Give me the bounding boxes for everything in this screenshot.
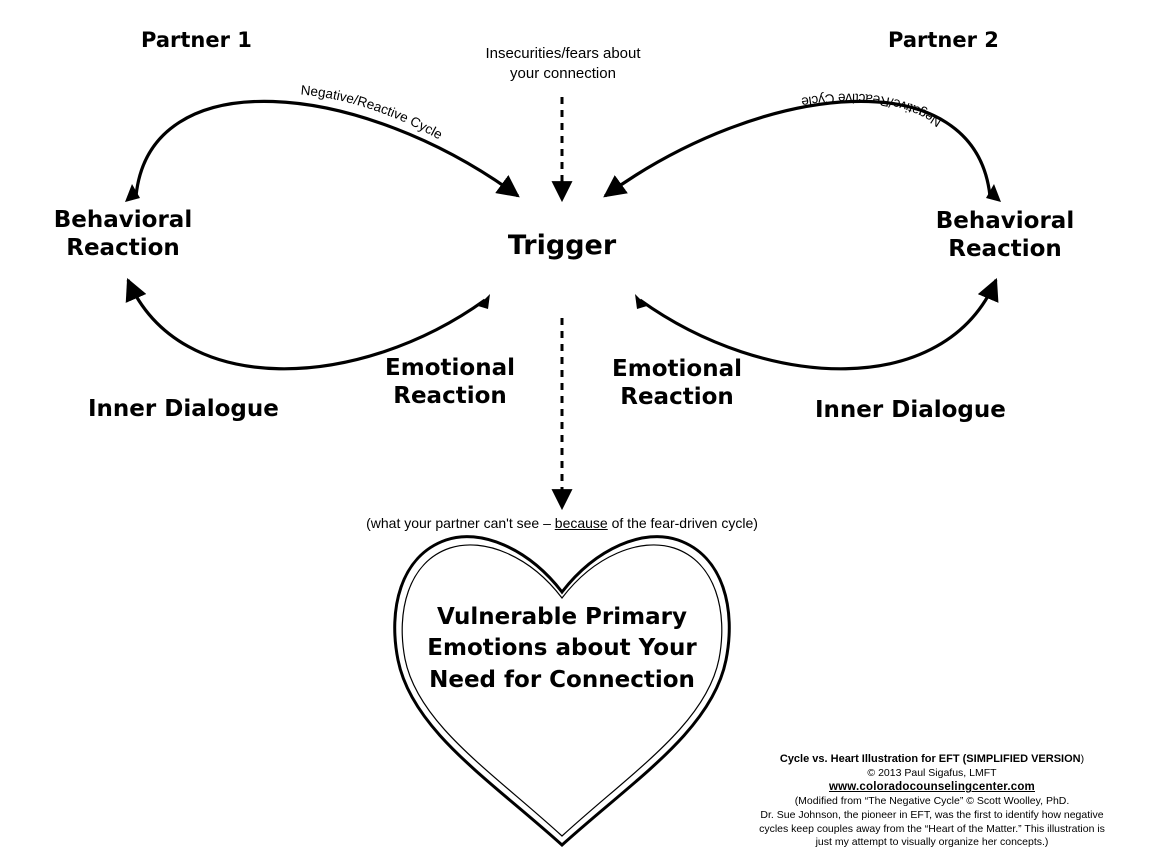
left-emotional-line-2: Reaction xyxy=(393,383,507,410)
left-upper-loop-tail-arrow xyxy=(125,184,140,202)
right-lower-loop-tail-arrow xyxy=(635,294,647,309)
right-upper-loop xyxy=(603,99,992,198)
partner-1-heading: Partner 1 xyxy=(141,28,252,52)
credits-copyright: © 2013 Paul Sigafus, LMFT xyxy=(867,766,997,779)
credits-block: Cycle vs. Heart Illustration for EFT (SI… xyxy=(712,752,1152,850)
right-behavioral-line-1: Behavioral xyxy=(935,208,1075,234)
credits-website-link[interactable]: www.coloradocounselingcenter.com xyxy=(829,781,1035,794)
credits-line-1: Dr. Sue Johnson, the pioneer in EFT, was… xyxy=(760,808,1104,821)
right-behavioral-reaction: Behavioral Reaction xyxy=(902,207,1108,263)
right-emotional-reaction: Emotional Reaction xyxy=(597,355,757,411)
right-lower-loop xyxy=(639,277,999,371)
left-behavioral-line-1: Behavioral xyxy=(53,207,193,233)
cycle-label-right: Negative/Reactive Cycle xyxy=(800,91,944,130)
heart-shape xyxy=(393,535,731,848)
left-emotional-reaction: Emotional Reaction xyxy=(370,354,530,410)
hidden-note-before: (what your partner can't see – xyxy=(366,515,555,531)
credits-line-2: cycles keep couples away from the “Heart… xyxy=(759,822,1105,835)
right-upper-loop-tail-arrow xyxy=(986,184,1001,202)
credits-modified-from: (Modified from “The Negative Cycle” © Sc… xyxy=(794,795,1070,808)
left-emotional-line-1: Emotional xyxy=(385,355,515,381)
right-emotional-line-1: Emotional xyxy=(612,356,742,382)
partner-2-heading: Partner 2 xyxy=(888,28,999,52)
insecurities-line-1: Insecurities/fears about xyxy=(485,45,641,62)
left-lower-loop-tail-arrow xyxy=(478,294,490,309)
heart-text: Vulnerable Primary Emotions about Your N… xyxy=(427,604,697,693)
credits-line-3: just my attempt to visually organize her… xyxy=(815,836,1049,849)
hidden-emotions-note: (what your partner can't see – because o… xyxy=(312,514,812,533)
insecurities-label: Insecurities/fears about your connection xyxy=(463,44,663,85)
credits-title-close: ) xyxy=(1080,753,1085,765)
hidden-note-underlined: because xyxy=(554,515,608,531)
hidden-note-after: of the fear-driven cycle) xyxy=(607,515,758,531)
right-behavioral-line-2: Reaction xyxy=(948,236,1062,263)
right-emotional-line-2: Reaction xyxy=(620,384,734,411)
trigger-label: Trigger xyxy=(507,230,617,261)
credits-title-line: Cycle vs. Heart Illustration for EFT (SI… xyxy=(712,752,1152,767)
left-behavioral-reaction: Behavioral Reaction xyxy=(20,206,226,262)
cycle-label-left: Negative/Reactive Cycle xyxy=(300,82,445,142)
heart-inner-outline xyxy=(401,544,723,837)
left-upper-loop xyxy=(134,99,520,198)
credits-title: Cycle vs. Heart Illustration for EFT (SI… xyxy=(779,753,1081,765)
insecurities-line-2: your connection xyxy=(510,65,616,83)
left-behavioral-line-2: Reaction xyxy=(66,235,180,262)
left-inner-dialogue: Inner Dialogue xyxy=(88,396,279,422)
left-lower-loop xyxy=(125,277,486,371)
right-inner-dialogue: Inner Dialogue xyxy=(815,397,1006,423)
